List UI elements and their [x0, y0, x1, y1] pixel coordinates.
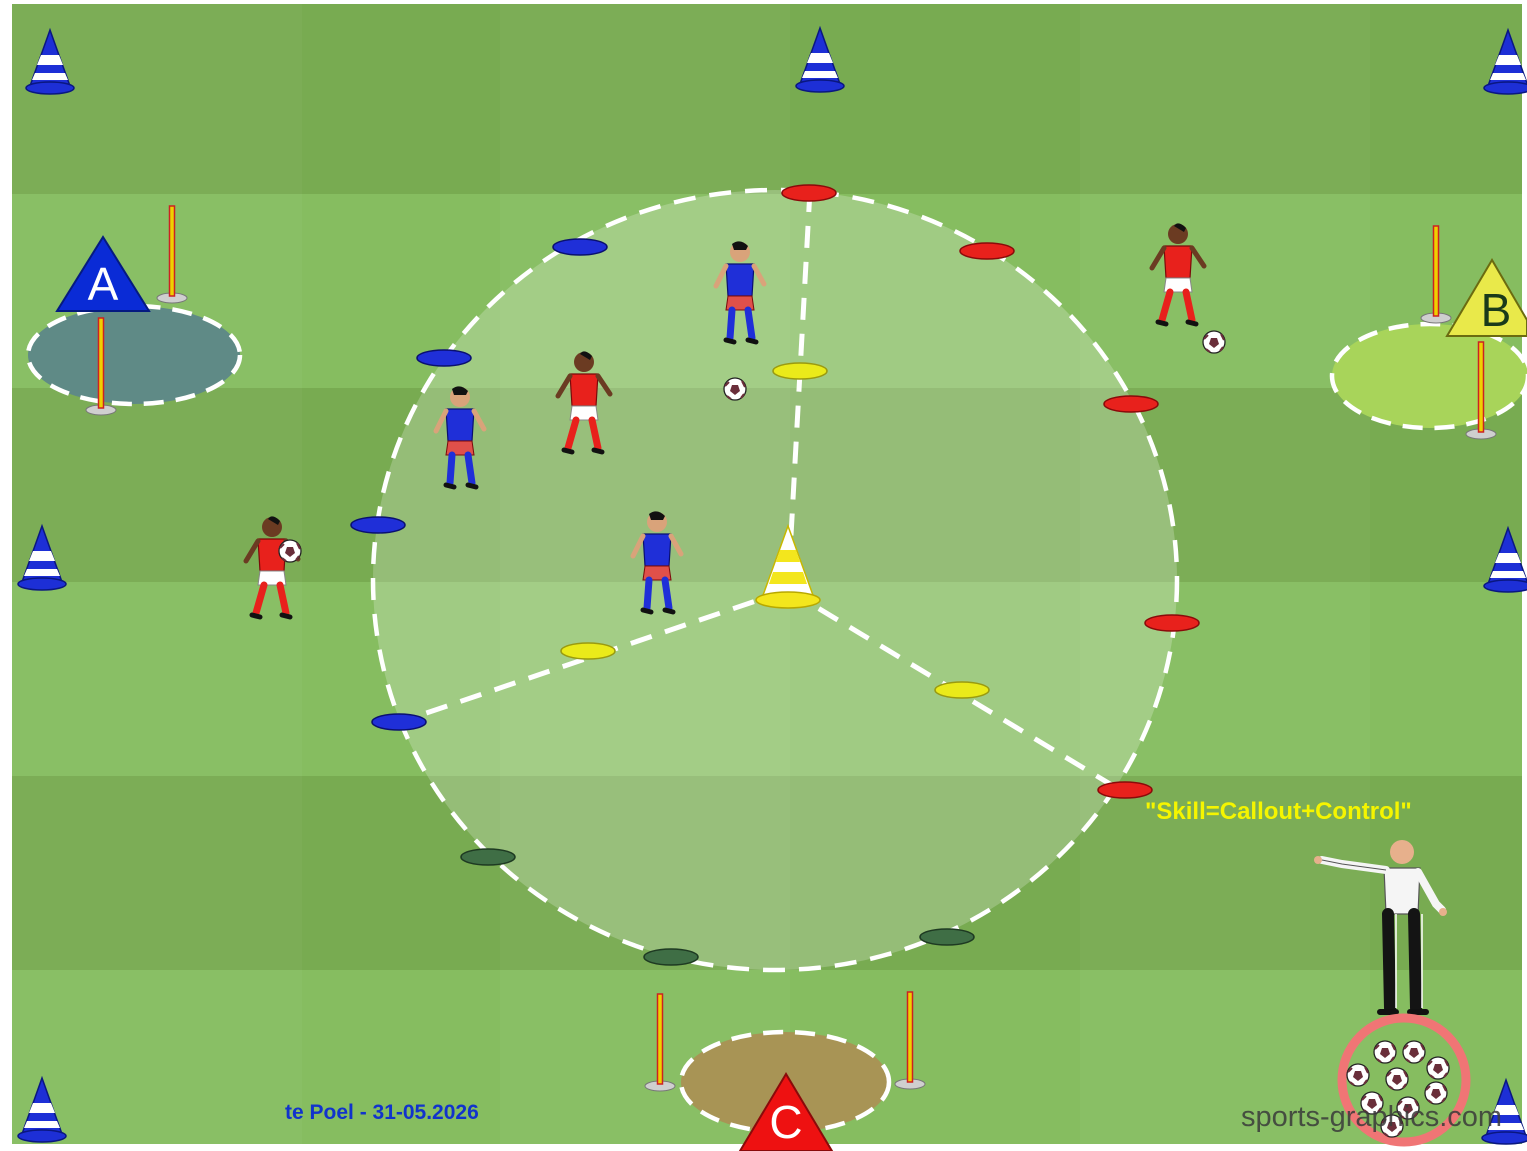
center-cone-icon — [755, 523, 821, 609]
red-disc-icon — [781, 184, 837, 202]
soccer-ball-icon — [1402, 1040, 1426, 1064]
yellow-disc-icon — [934, 681, 990, 699]
green-disc-icon — [919, 928, 975, 946]
soccer-ball-icon — [1346, 1063, 1370, 1087]
soccer-ball-icon — [1385, 1067, 1409, 1091]
red-disc-icon — [1103, 395, 1159, 413]
zone-a-area — [25, 303, 243, 407]
grass-stripes — [12, 4, 1522, 1144]
soccer-ball-icon — [278, 539, 302, 563]
soccer-ball-icon — [1373, 1040, 1397, 1064]
marker-discs — [350, 184, 1200, 966]
zone-c: C — [644, 991, 926, 1151]
ball-pile — [1337, 1013, 1471, 1147]
green-disc-icon — [643, 948, 699, 966]
blue-disc-icon — [552, 238, 608, 256]
zone-a-label: A — [88, 258, 119, 310]
zone-c-flag-icon — [738, 1072, 834, 1151]
author-date-text: te Poel - 31-05.2026 — [285, 1101, 479, 1124]
blue-disc-icon — [416, 349, 472, 367]
soccer-ball-icon — [1426, 1056, 1450, 1080]
zone-a-flag-icon — [55, 235, 151, 312]
green-disc-icon — [460, 848, 516, 866]
coach-figure-icon — [1314, 840, 1447, 1015]
zone-b: B — [1329, 225, 1527, 440]
zone-b-area — [1329, 321, 1527, 431]
yellow-disc-icon — [560, 642, 616, 660]
red-disc-icon — [1144, 614, 1200, 632]
callout-text: "Skill=Callout+Control" — [1145, 798, 1412, 825]
zone-b-label: B — [1481, 284, 1512, 336]
red-disc-icon — [959, 242, 1015, 260]
blue-disc-icon — [371, 713, 427, 731]
blue-disc-icon — [350, 516, 406, 534]
red-disc-icon — [1097, 781, 1153, 799]
soccer-ball-icon — [1202, 330, 1226, 354]
zone-b-flag-icon — [1445, 258, 1527, 337]
zone-c-label: C — [769, 1096, 802, 1148]
watermark-text: sports-graphics.com — [1241, 1101, 1502, 1133]
soccer-ball-icon — [723, 377, 747, 401]
zone-a: A — [25, 205, 243, 416]
yellow-disc-icon — [772, 362, 828, 380]
